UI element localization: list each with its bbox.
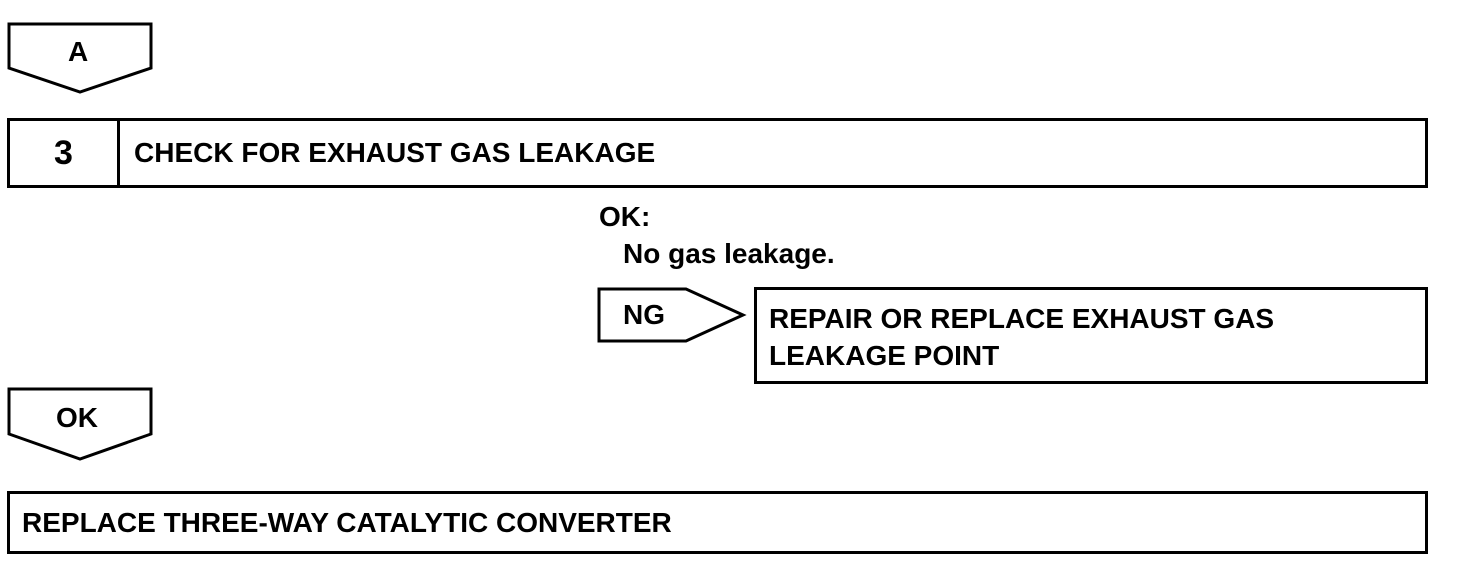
ok-condition-description: No gas leakage. (623, 238, 835, 269)
step-box: 3 CHECK FOR EXHAUST GAS LEAKAGE (7, 118, 1428, 188)
ng-action-box: REPAIR OR REPLACE EXHAUST GAS LEAKAGE PO… (754, 287, 1428, 384)
ok-connector-shape (7, 387, 153, 461)
step-number: 3 (10, 121, 120, 185)
ng-arrow-shape (597, 287, 747, 343)
ok-connector-label: OK (56, 402, 98, 433)
ng-action-text: REPAIR OR REPLACE EXHAUST GAS LEAKAGE PO… (769, 303, 1275, 371)
final-action-text: REPLACE THREE-WAY CATALYTIC CONVERTER (22, 506, 672, 538)
ok-condition-title: OK: (599, 201, 651, 232)
step-title: CHECK FOR EXHAUST GAS LEAKAGE (134, 137, 656, 168)
connector-a-shape (7, 22, 153, 94)
connector-a-label: A (68, 36, 89, 67)
final-action-box: REPLACE THREE-WAY CATALYTIC CONVERTER (7, 491, 1428, 554)
ng-label: NG (623, 299, 665, 330)
